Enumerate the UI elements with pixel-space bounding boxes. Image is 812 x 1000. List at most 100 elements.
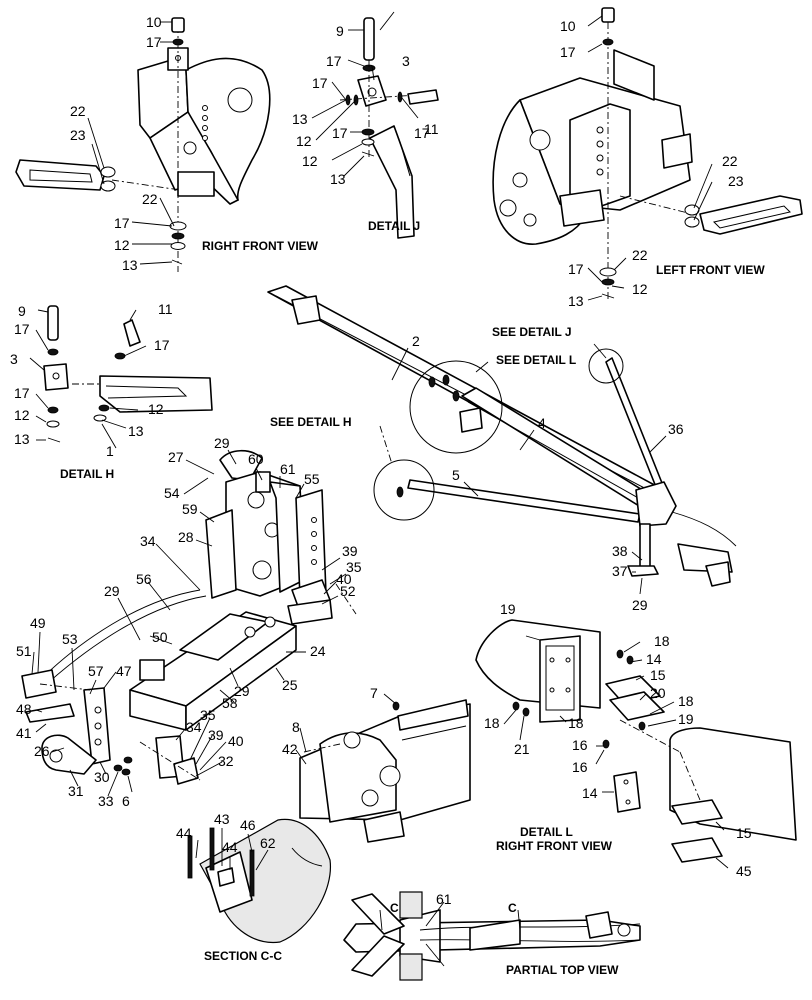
callout: 18 bbox=[484, 715, 500, 731]
callout: 26 bbox=[34, 743, 50, 759]
callout: 7 bbox=[370, 685, 378, 701]
callout: 48 bbox=[16, 701, 32, 717]
callout: 41 bbox=[16, 725, 32, 741]
callout: 28 bbox=[178, 529, 194, 545]
callout: 25 bbox=[282, 677, 298, 693]
callout: 15 bbox=[736, 825, 752, 841]
callout: 45 bbox=[736, 863, 752, 879]
callout: 4 bbox=[538, 415, 546, 431]
callout: 17 bbox=[326, 53, 342, 69]
callout: 57 bbox=[88, 663, 104, 679]
partial-top-view-drawing bbox=[343, 891, 641, 981]
callout: 16 bbox=[572, 759, 588, 775]
callout: 31 bbox=[68, 783, 84, 799]
callout: 12 bbox=[302, 153, 318, 169]
callout: 10 bbox=[146, 14, 162, 30]
detail-j-title: DETAIL J bbox=[368, 219, 420, 233]
callout: 61 bbox=[436, 891, 452, 907]
section-mark-right: C bbox=[508, 901, 517, 915]
callout: 12 bbox=[296, 133, 312, 149]
callout: 50 bbox=[152, 629, 168, 645]
see-detail-h-label: SEE DETAIL H bbox=[270, 415, 352, 429]
callout: 47 bbox=[116, 663, 132, 679]
detail-h-title: DETAIL H bbox=[60, 467, 114, 481]
callout: 8 bbox=[292, 719, 300, 735]
callout: 1 bbox=[106, 443, 114, 459]
callout: 51 bbox=[16, 643, 32, 659]
left-front-view-drawing bbox=[492, 7, 803, 300]
callout: 12 bbox=[114, 237, 130, 253]
main-frame-drawing bbox=[267, 285, 737, 587]
callout: 6 bbox=[122, 793, 130, 809]
callout: 30 bbox=[94, 769, 110, 785]
center-bracket-drawing bbox=[299, 699, 471, 843]
callout: 19 bbox=[500, 601, 516, 617]
callout: 49 bbox=[30, 615, 46, 631]
callout: 17 bbox=[154, 337, 170, 353]
callout: 17 bbox=[312, 75, 328, 91]
callout: 52 bbox=[340, 583, 356, 599]
detail-j-drawing bbox=[339, 17, 439, 239]
callout: 17 bbox=[332, 125, 348, 141]
callout: 9 bbox=[336, 23, 344, 39]
partial-top-view-title: PARTIAL TOP VIEW bbox=[506, 963, 619, 977]
callout: 39 bbox=[208, 727, 224, 743]
callout: 38 bbox=[612, 543, 628, 559]
left-front-view-title: LEFT FRONT VIEW bbox=[656, 263, 765, 277]
callout: 35 bbox=[346, 559, 362, 575]
callout: 34 bbox=[140, 533, 156, 549]
callout: 17 bbox=[560, 44, 576, 60]
callout: 34 bbox=[186, 719, 202, 735]
callout: 39 bbox=[342, 543, 358, 559]
section-mark-left: C bbox=[390, 901, 399, 915]
callout: 11 bbox=[158, 301, 173, 317]
callout: 5 bbox=[452, 467, 460, 483]
callout: 12 bbox=[148, 401, 164, 417]
callout: 3 bbox=[402, 53, 410, 69]
callout: 40 bbox=[336, 571, 352, 587]
callout: 43 bbox=[214, 811, 230, 827]
callout: 10 bbox=[560, 18, 576, 34]
callout: 17 bbox=[568, 261, 584, 277]
callout: 13 bbox=[122, 257, 138, 273]
callout: 22 bbox=[70, 103, 86, 119]
callout: 13 bbox=[330, 171, 346, 187]
callout: 29 bbox=[214, 435, 230, 451]
callout: 11 bbox=[424, 121, 439, 137]
callout: 13 bbox=[14, 431, 30, 447]
callout: 55 bbox=[304, 471, 320, 487]
see-detail-l-label: SEE DETAIL L bbox=[496, 353, 576, 367]
right-front-view-title: RIGHT FRONT VIEW bbox=[202, 239, 319, 253]
callout: 24 bbox=[310, 643, 326, 659]
callout: 17 bbox=[14, 321, 30, 337]
callout: 40 bbox=[228, 733, 244, 749]
callout: 17 bbox=[414, 125, 430, 141]
callout: 61 bbox=[280, 461, 296, 477]
callout: 23 bbox=[70, 127, 86, 143]
callout: 3 bbox=[10, 351, 18, 367]
callout: 46 bbox=[240, 817, 256, 833]
callout: 12 bbox=[14, 407, 30, 423]
detail-l-title: DETAIL L bbox=[520, 825, 573, 839]
callout: 12 bbox=[632, 281, 648, 297]
callout: 18 bbox=[654, 633, 670, 649]
callout: 22 bbox=[142, 191, 158, 207]
detail-l-drawing bbox=[475, 619, 797, 863]
callout: 29 bbox=[104, 583, 120, 599]
callout: 20 bbox=[650, 685, 666, 701]
callout: 62 bbox=[260, 835, 276, 851]
callout: 42 bbox=[282, 741, 298, 757]
callout: 56 bbox=[136, 571, 152, 587]
callout: 21 bbox=[514, 741, 530, 757]
detail-l-subtitle: RIGHT FRONT VIEW bbox=[496, 839, 613, 853]
callout: 59 bbox=[182, 501, 198, 517]
callout: 60 bbox=[248, 451, 264, 467]
callout: 32 bbox=[218, 753, 234, 769]
callout: 16 bbox=[572, 737, 588, 753]
callout: 13 bbox=[292, 111, 308, 127]
section-cc-title: SECTION C-C bbox=[204, 949, 282, 963]
callout: 17 bbox=[146, 34, 162, 50]
callout: 9 bbox=[18, 303, 26, 319]
callout: 53 bbox=[62, 631, 78, 647]
